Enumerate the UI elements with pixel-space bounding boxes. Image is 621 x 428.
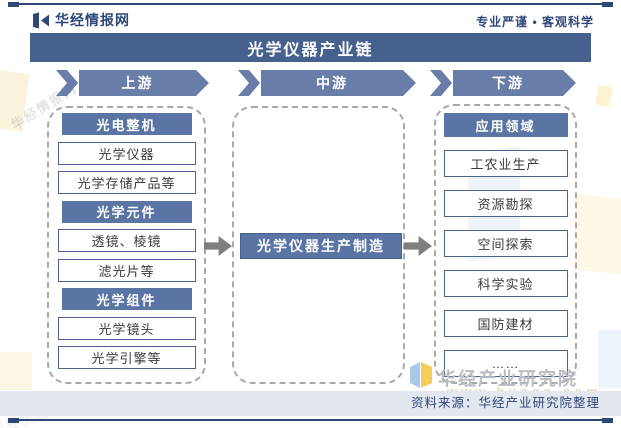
- downstream-stack: 应用领域 工农业生产 资源勘探 空间探索 科学实验 国防建材 ……: [434, 113, 577, 377]
- downstream-container: [434, 104, 577, 384]
- stage-label: 上游: [121, 75, 154, 91]
- stage-label: 下游: [492, 75, 524, 91]
- flow-arrow-icon: [204, 236, 232, 256]
- watermark-shape: [598, 330, 621, 388]
- upstream-item: 滤光片等: [57, 258, 196, 282]
- bottom-rule-left-cap: [8, 417, 19, 423]
- bottom-rule-right-cap: [602, 417, 613, 423]
- top-rule-left-cap: [8, 1, 19, 7]
- upstream-item: 光学引擎等: [57, 346, 196, 369]
- flow-arrow-icon: [404, 236, 432, 256]
- upstream-item: 透镜、棱镜: [57, 229, 196, 252]
- brand: 华经情报网: [33, 10, 130, 30]
- downstream-item: 工农业生产: [443, 150, 568, 177]
- downstream-item: 科学实验: [443, 270, 568, 297]
- upstream-group-header: 光电整机: [61, 113, 192, 135]
- bottom-rule: [8, 419, 613, 421]
- stage-chevron-icon: [238, 70, 260, 96]
- slogan-text: 专业严谨 • 客观科学: [476, 15, 594, 29]
- upstream-item: 光学镜头: [57, 316, 196, 340]
- stage-chevron-icon: [56, 70, 78, 96]
- downstream-item: 国防建材: [443, 310, 568, 337]
- upstream-group-header: 光学元件: [61, 200, 192, 223]
- watermark-shape: [0, 352, 32, 390]
- stage-chevron-icon: [430, 70, 452, 96]
- stage-banner-midstream: 中游: [261, 70, 416, 96]
- brand-book-logo-icon: [33, 12, 49, 28]
- upstream-item: 光学仪器: [57, 141, 196, 165]
- midstream-box: 光学仪器生产制造: [240, 233, 402, 259]
- footer-source-text: 资料来源：华经产业研究院整理: [410, 396, 600, 410]
- diagram-title: 光学仪器产业链: [30, 33, 591, 62]
- watermark-shape: [576, 193, 621, 275]
- upstream-item: 光学存储产品等: [57, 171, 196, 194]
- downstream-item: 空间探索: [443, 230, 568, 257]
- top-rule: [8, 3, 613, 5]
- stage-label: 中游: [316, 75, 348, 91]
- watermark-shape: [595, 84, 613, 108]
- stage-banner-downstream: 下游: [453, 70, 576, 96]
- footer-strip: [0, 391, 621, 416]
- stage-banner-upstream: 上游: [79, 70, 209, 96]
- downstream-header: 应用领域: [443, 113, 568, 137]
- upstream-stack: 光电整机 光学仪器 光学存储产品等 光学元件 透镜、棱镜 滤光片等 光学组件 光…: [47, 113, 206, 369]
- watermark-shape: [0, 70, 30, 132]
- downstream-item: 资源勘探: [443, 190, 568, 217]
- brand-name: 华经情报网: [55, 12, 130, 28]
- upstream-group-header: 光学组件: [61, 288, 192, 310]
- top-rule-right-cap: [602, 1, 613, 7]
- watermark-book-logo-icon: [410, 362, 432, 388]
- downstream-item: ……: [443, 350, 568, 377]
